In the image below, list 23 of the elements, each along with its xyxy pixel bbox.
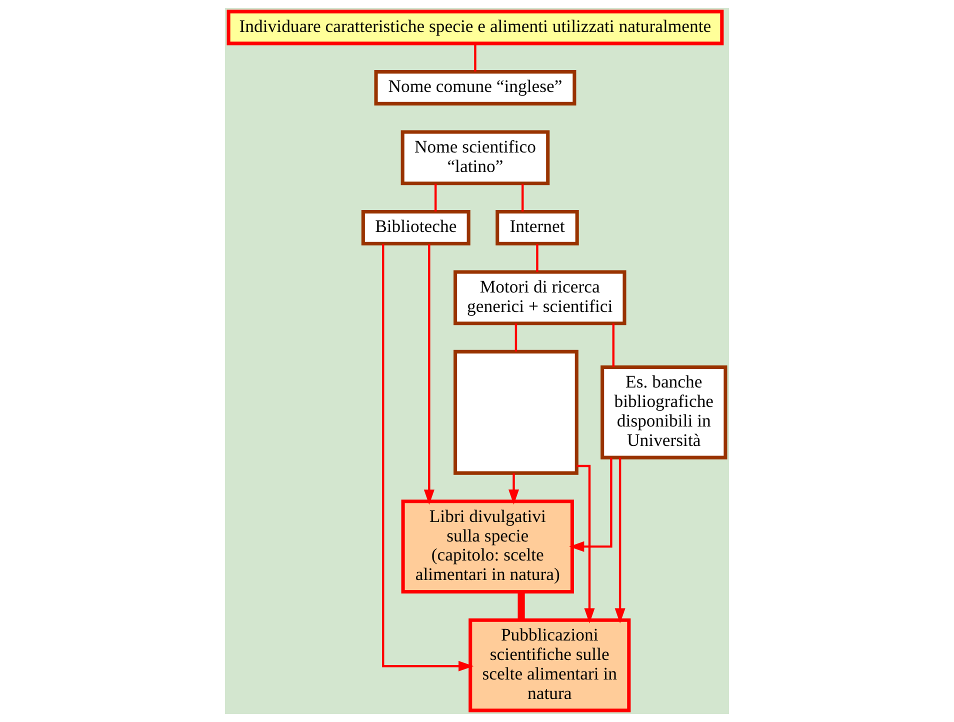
node-box: Nome scientifico “latino” [400,130,550,186]
connector [518,592,525,620]
node-box: Es. banche bibliografiche disponibili in Università [600,365,728,460]
arrow [508,473,520,505]
node-box [454,350,578,475]
node-box: Libri divulgativi sulla specie (capitolo: scelte alimentari in natura) [401,500,574,594]
arrow [424,244,434,505]
connector [536,244,538,272]
connector [522,184,524,212]
node-box: Internet [496,210,579,246]
connector [612,323,615,368]
arrow [576,464,595,624]
connector [474,44,476,72]
node-box: Individuare caratteristiche specie e alimenti utilizzati naturalmente [226,10,724,46]
connector [514,323,518,352]
node-box: Motori di ricerca generici + scientifici [454,270,626,326]
arrow [569,458,612,552]
arrow [614,458,626,624]
node-box: Pubblicazioni scientifiche sulle scelte alimentari in natura [468,618,631,712]
connector [434,184,437,212]
node-box: Nome comune “inglese” [374,70,576,106]
arrow [382,244,474,672]
node-box: Biblioteche [361,210,470,246]
